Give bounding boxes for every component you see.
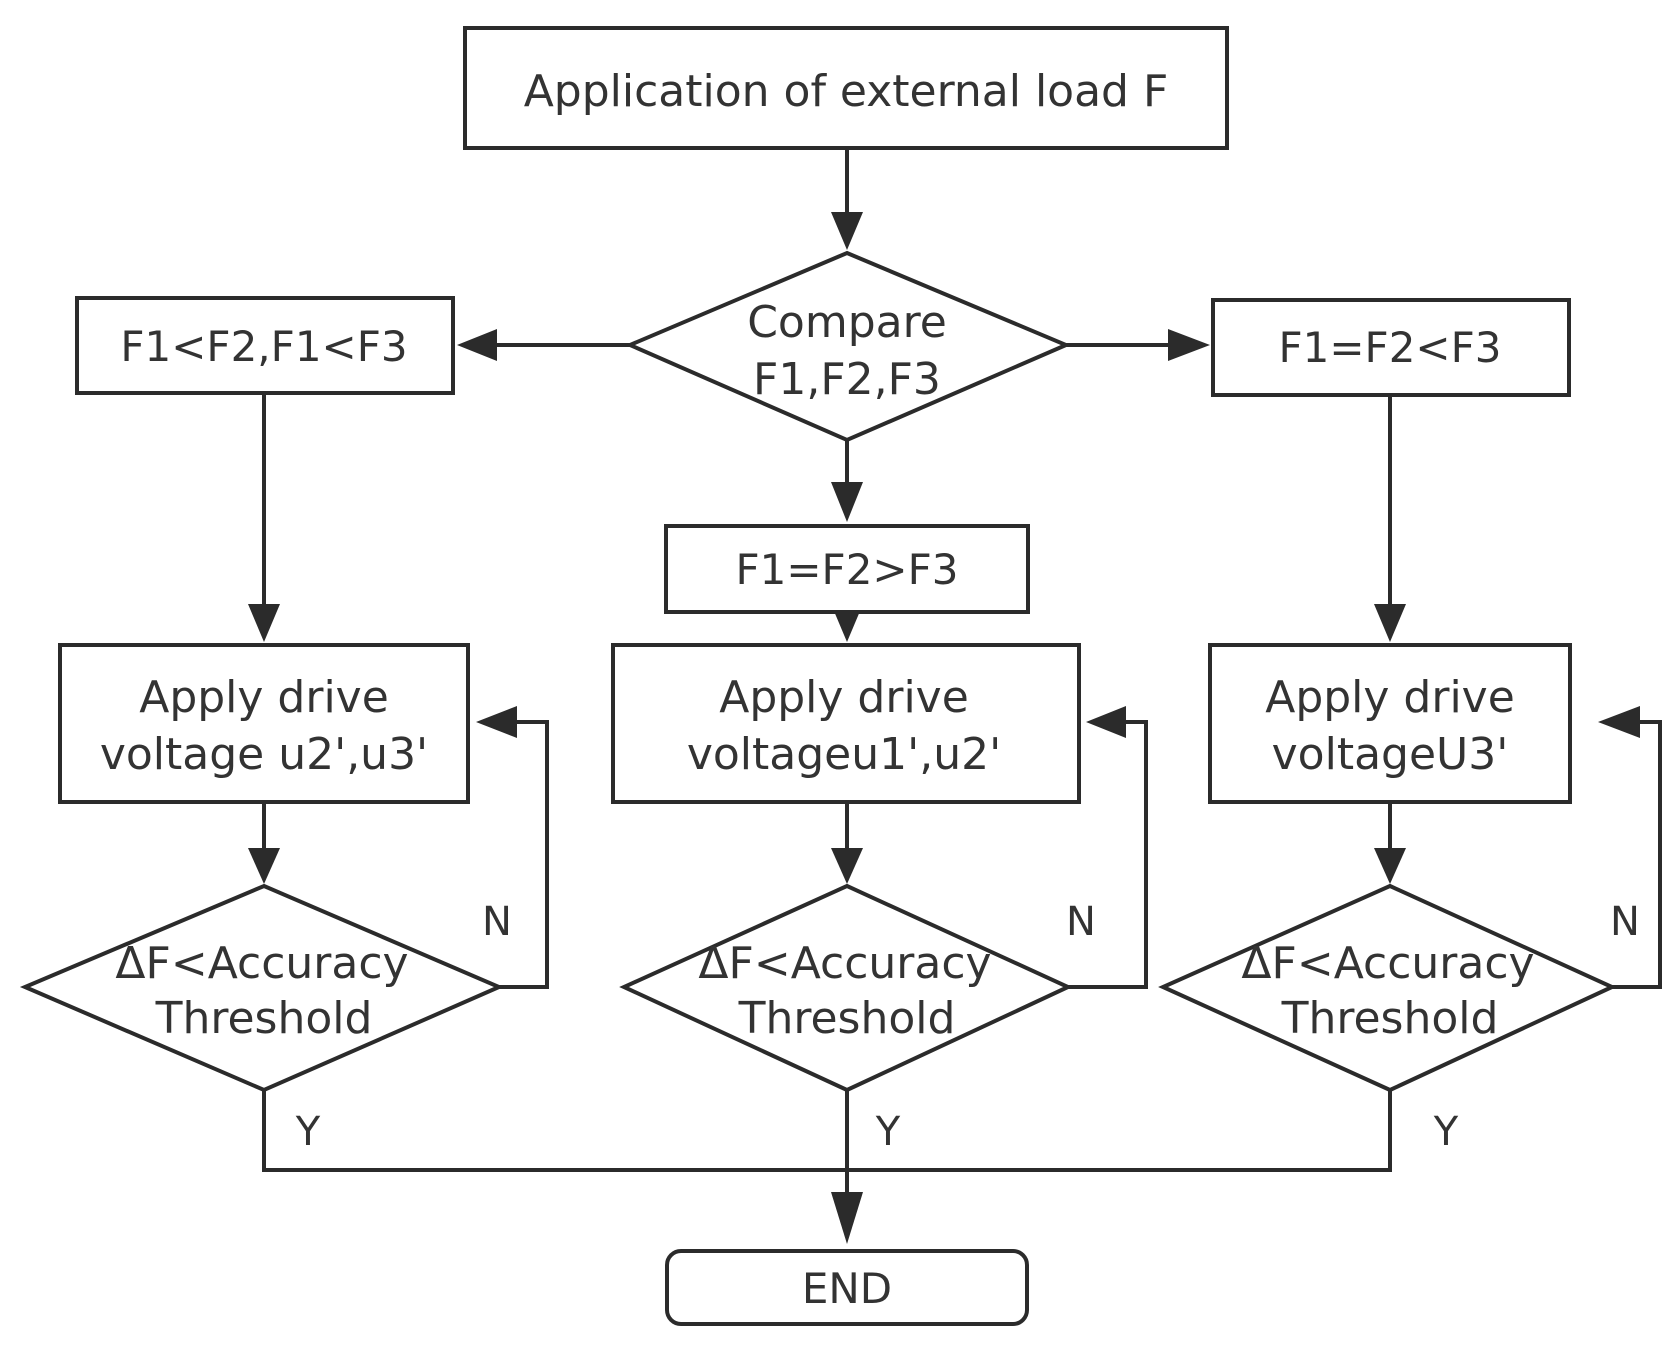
arrow-left-icon: [1598, 706, 1640, 738]
node-apply-right: Apply drive voltageU3': [1208, 643, 1572, 804]
label-yes-left: Y: [295, 1109, 321, 1155]
node-case-right-label: F1=F2<F3: [1278, 323, 1501, 372]
label-no-middle: N: [1066, 899, 1096, 945]
arrow-down-icon: [831, 482, 863, 522]
label-yes-right: Y: [1433, 1109, 1459, 1155]
connectors: [262, 148, 1662, 1200]
arrow-down-icon: [1374, 848, 1406, 884]
node-check-middle-line1: ΔF<Accuracy: [698, 938, 991, 989]
node-check-left-line1: ΔF<Accuracy: [115, 938, 408, 989]
merge-yes-left: [262, 1090, 847, 1172]
arrow-left-icon: [1086, 706, 1126, 738]
node-compare-line2: F1,F2,F3: [753, 354, 941, 405]
arrow-down-icon: [1374, 604, 1406, 642]
arrow-down-icon: [248, 848, 280, 884]
arrow-down-icon: [831, 1192, 863, 1244]
node-apply-right-line2: voltageU3': [1272, 729, 1509, 780]
label-no-left: N: [482, 899, 512, 945]
node-apply-middle-line1: Apply drive: [719, 672, 969, 723]
arrow-down-icon: [831, 848, 863, 884]
node-end: END: [665, 1249, 1029, 1326]
node-apply-right-line1: Apply drive: [1265, 672, 1515, 723]
node-case-middle-label: F1=F2>F3: [735, 545, 958, 594]
node-case-right: F1=F2<F3: [1211, 298, 1571, 397]
node-check-left-line2: Threshold: [155, 993, 373, 1044]
arrow-right-icon: [1168, 329, 1210, 361]
label-yes-middle: Y: [875, 1109, 901, 1155]
node-check-right-line2: Threshold: [1281, 993, 1499, 1044]
node-check-right: ΔF<Accuracy Threshold: [1158, 883, 1617, 1093]
loop-no-right: [1612, 720, 1662, 989]
edge-labels: N N N Y Y Y: [295, 899, 1640, 1155]
node-apply-middle-line2: voltageu1',u2': [687, 729, 1001, 780]
label-no-right: N: [1610, 899, 1640, 945]
node-check-middle: ΔF<Accuracy Threshold: [619, 883, 1073, 1093]
node-apply-left: Apply drive voltage u2',u3': [58, 643, 470, 804]
node-case-left: F1<F2,F1<F3: [75, 296, 455, 395]
loop-no-left: [499, 720, 549, 989]
node-compare: Compare F1,F2,F3: [624, 250, 1072, 443]
merge-yes-right: [847, 1090, 1392, 1172]
arrow-left-icon: [476, 706, 517, 738]
loop-no-middle: [1068, 720, 1148, 989]
node-check-right-line1: ΔF<Accuracy: [1241, 938, 1534, 989]
arrow-down-icon: [831, 212, 863, 250]
node-apply-left-line1: Apply drive: [139, 672, 389, 723]
node-start-label: Application of external load F: [524, 66, 1169, 117]
node-check-left: ΔF<Accuracy Threshold: [19, 883, 505, 1093]
node-compare-line1: Compare: [747, 297, 947, 348]
node-apply-middle: Apply drive voltageu1',u2': [611, 643, 1081, 804]
node-case-middle: F1=F2>F3: [664, 524, 1030, 614]
arrow-down-icon: [248, 604, 280, 642]
node-apply-left-line2: voltage u2',u3': [100, 729, 428, 780]
node-case-left-label: F1<F2,F1<F3: [120, 322, 407, 371]
node-start: Application of external load F: [463, 26, 1229, 150]
node-end-label: END: [802, 1264, 892, 1313]
arrow-left-icon: [457, 329, 497, 361]
node-check-middle-line2: Threshold: [738, 993, 956, 1044]
